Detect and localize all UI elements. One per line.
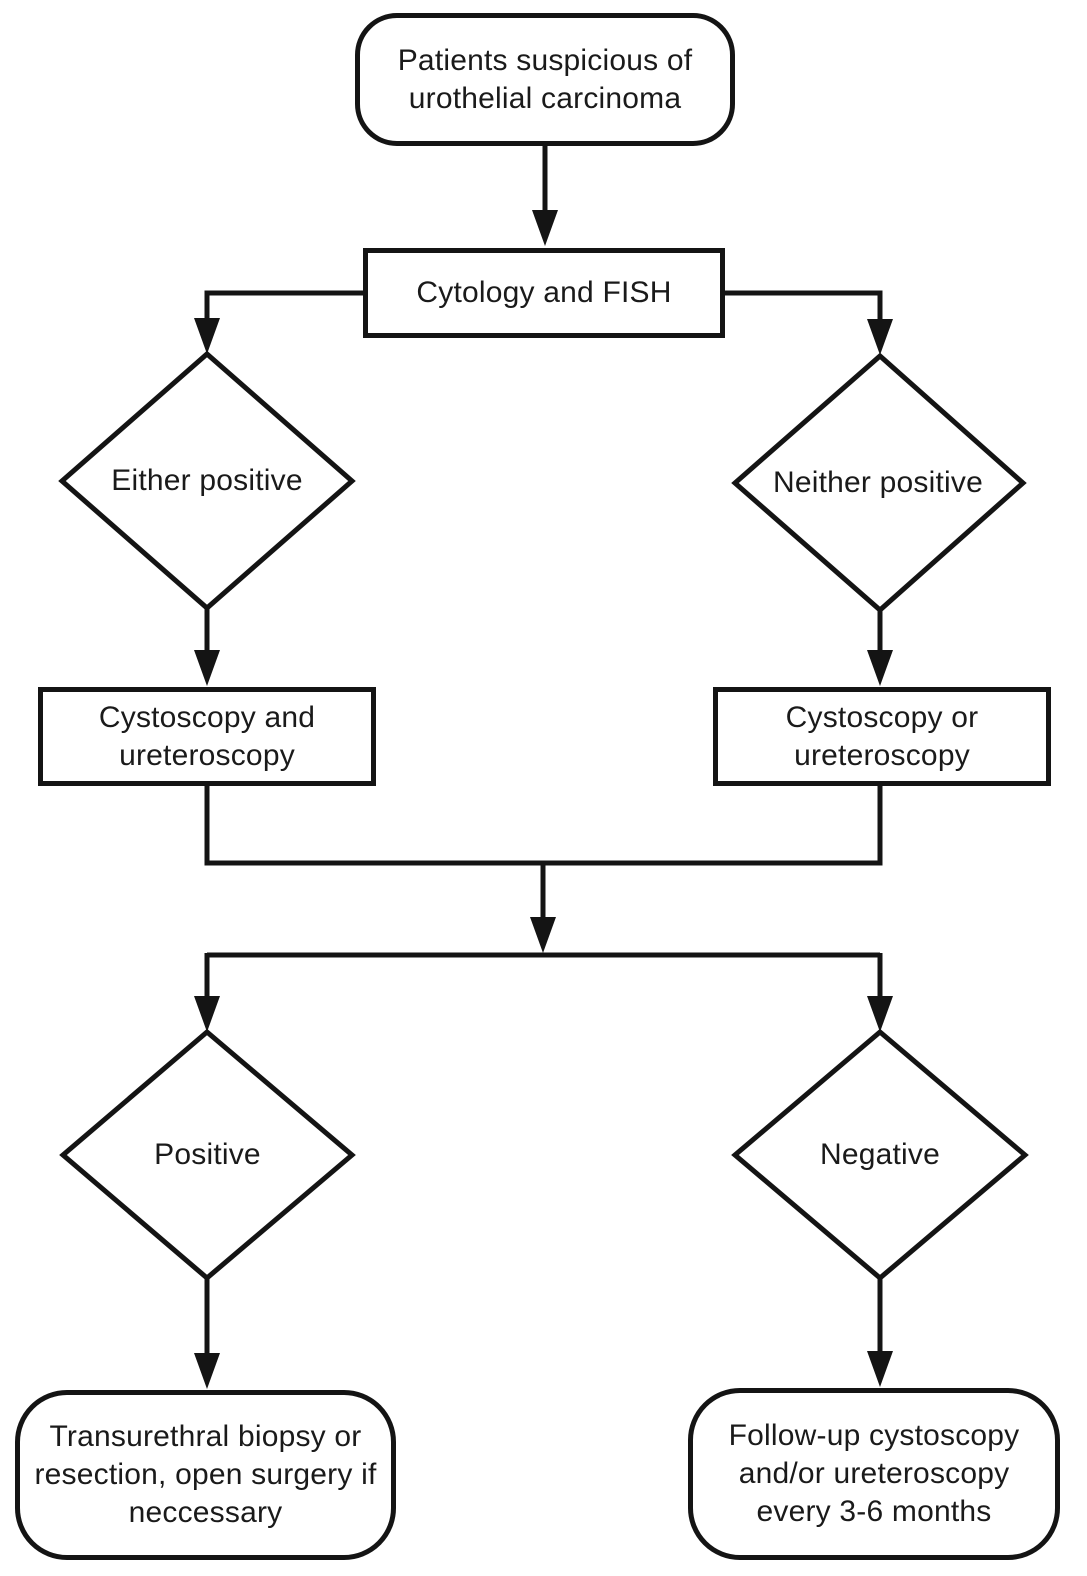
node-cytology-fish: Cytology and FISH [363,248,725,338]
arrow-down-icon [194,1353,220,1389]
node-cystoscopy-or-ureteroscopy: Cystoscopy or ureteroscopy [713,687,1051,786]
node-positive-label: Positive [154,1138,261,1171]
node-negative-label: Negative [819,1138,940,1171]
edge-test-to-either [204,290,365,326]
node-either-positive-label: Either positive [111,464,303,497]
diamond-neither-positive [731,352,1027,614]
node-cytology-fish-label: Cytology and FISH [416,276,672,309]
arrow-down-icon [867,996,893,1032]
diamond-either-positive [58,350,356,612]
arrow-down-icon [530,917,556,953]
node-cystoscopy-and-ureteroscopy-label: Cystoscopy and ureteroscopy [98,700,316,772]
arrow-down-icon [194,996,220,1032]
node-positive: Positive [63,1032,352,1278]
diamond-negative [731,1028,1029,1282]
node-neither-positive-label: Neither positive [773,466,983,499]
node-followup: Follow-up cystoscopy and/or ureteroscopy… [688,1388,1060,1560]
arrow-down-icon [194,650,220,686]
node-start-label: Patients suspicious of urothelial carcin… [397,43,693,115]
node-neither-positive: Neither positive [733,356,1023,610]
node-cystoscopy-or-ureteroscopy-label: Cystoscopy or ureteroscopy [785,700,979,772]
arrow-down-icon [532,210,558,246]
node-negative: Negative [735,1032,1025,1278]
edge-test-to-neither [723,290,883,327]
edge-merge-bracket [204,784,883,866]
node-followup-label: Follow-up cystoscopy and/or ureteroscopy… [728,1419,1020,1528]
diamond-positive [59,1028,356,1282]
arrow-down-icon [867,650,893,686]
node-either-positive: Either positive [62,354,352,608]
node-start: Patients suspicious of urothelial carcin… [355,13,735,146]
node-transurethral-biopsy: Transurethral biopsy or resection, open … [15,1390,396,1560]
node-cystoscopy-and-ureteroscopy: Cystoscopy and ureteroscopy [38,687,376,786]
node-transurethral-biopsy-label: Transurethral biopsy or resection, open … [34,1420,377,1529]
arrow-down-icon [194,318,220,354]
arrow-down-icon [867,319,893,355]
arrow-down-icon [867,1351,893,1387]
